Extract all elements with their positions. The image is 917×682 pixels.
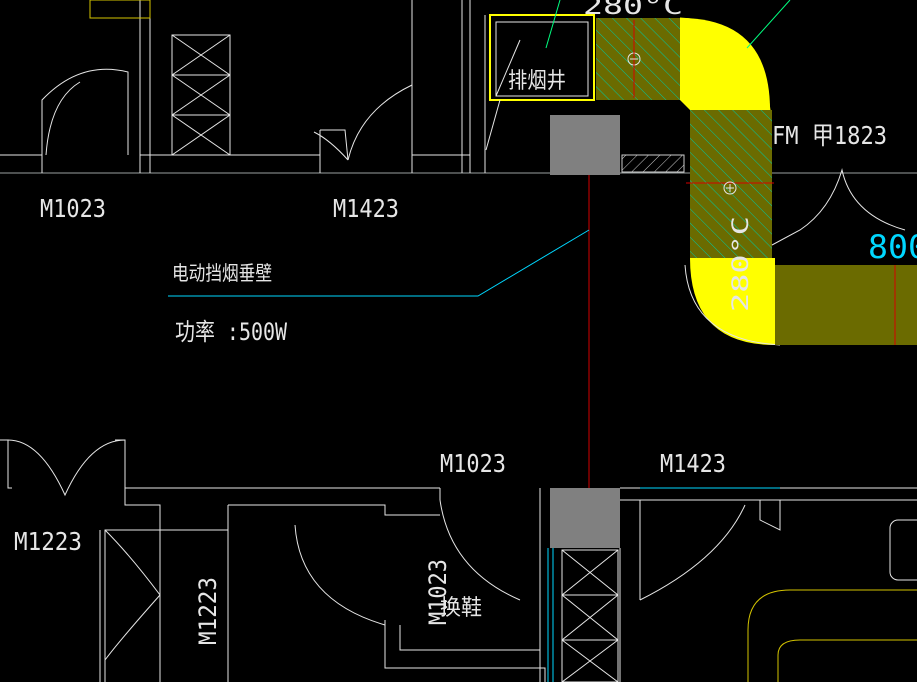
door-swings-top bbox=[41, 68, 413, 161]
yellow-outline-bottom-right bbox=[747, 519, 917, 682]
label-m1023-mid: M1023 bbox=[440, 449, 506, 478]
shaft-top bbox=[171, 34, 231, 156]
label-temp-top: 280°C bbox=[583, 0, 683, 20]
label-damper: FM 甲1823 bbox=[772, 121, 887, 150]
label-m1023-vertical: M1023 bbox=[424, 559, 452, 625]
label-smoke-barrier: 电动挡烟垂壁 bbox=[172, 261, 272, 285]
label-m1423-top: M1423 bbox=[333, 194, 399, 223]
label-m1023-top: M1023 bbox=[40, 194, 106, 223]
damper-curve bbox=[771, 168, 906, 246]
door-swings-bottom bbox=[7, 439, 746, 661]
label-m1423-mid: M1423 bbox=[660, 449, 726, 478]
label-temp-vertical: 280°C bbox=[729, 216, 754, 312]
column-top bbox=[550, 115, 620, 175]
label-cyan-dim: 800 bbox=[868, 228, 917, 266]
column-bottom bbox=[550, 488, 620, 548]
label-shoe-change: 换鞋 bbox=[440, 596, 482, 621]
barrier-leader bbox=[168, 229, 590, 297]
smoke-shaft bbox=[485, 0, 595, 151]
exhaust-duct bbox=[596, 0, 917, 346]
label-power: 功率 :500W bbox=[175, 318, 287, 346]
label-smoke-shaft: 排烟井 bbox=[508, 69, 566, 94]
shaft-bottom bbox=[561, 549, 619, 682]
label-m1223-left: M1223 bbox=[14, 527, 82, 556]
label-m1223-vertical: M1223 bbox=[194, 577, 222, 645]
